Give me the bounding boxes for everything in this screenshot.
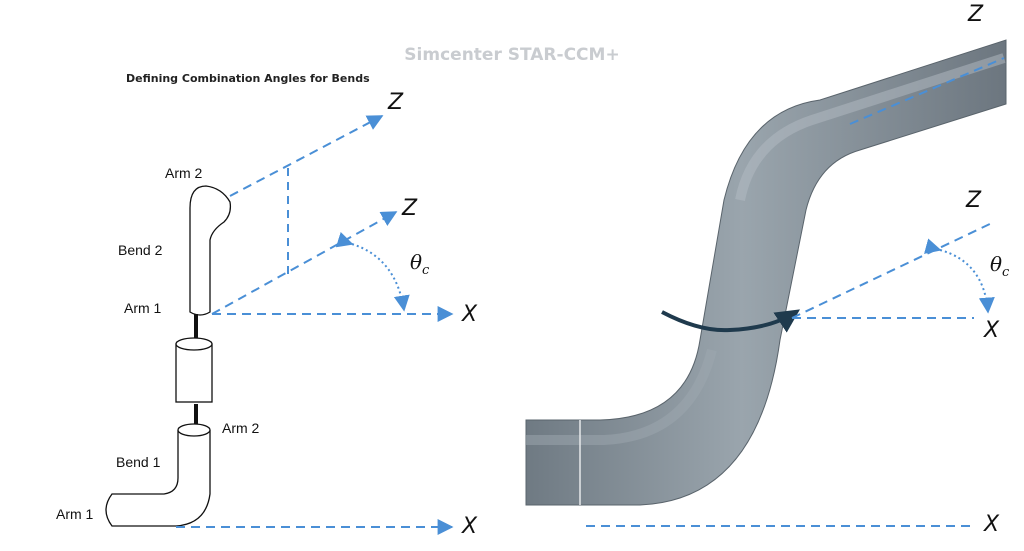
right-z-label-mid: Z [966,188,982,213]
right-x-label-mid: X [984,318,1000,343]
coupler-cylinder [175,343,213,403]
left-x-label-bottom: X [462,514,478,539]
left-z-label-top: Z [388,90,404,115]
right-z-axis-mid [791,221,995,319]
left-diagram-title: Defining Combination Angles for Bends [126,72,370,85]
bend1-top-ellipse [177,423,211,437]
s-pipe-highlight [735,53,1006,202]
left-z-axis-top [229,115,384,197]
right-z-axis-top [849,57,1005,125]
label-arm1-bottom: Arm 1 [56,506,94,522]
bend1-pipe [105,430,211,527]
left-angle-arc [335,232,410,312]
watermark: Simcenter STAR-CCM+ [404,45,620,65]
left-x-label-mid: X [462,302,478,327]
right-theta-label: θc [990,252,1010,280]
coupler-top-ellipse [175,337,213,351]
label-arm2-top: Arm 2 [165,165,203,181]
right-angle-arc [924,238,995,314]
label-bend2: Bend 2 [118,242,163,258]
right-z-label-top: Z [968,2,984,27]
label-bend1: Bend 1 [116,454,161,470]
label-arm1-mid: Arm 1 [124,300,162,316]
left-z-axis-mid [211,211,398,315]
bend2-pipe [189,185,232,316]
s-pipe-body [525,39,1007,506]
right-x-label-bottom: X [984,512,1000,537]
label-arm2-low: Arm 2 [222,420,260,436]
left-z-label-mid: Z [402,196,418,221]
left-diagram [105,115,454,535]
right-diagram [525,39,1007,527]
left-theta-label: θc [410,250,430,278]
rotation-arrow [661,309,800,333]
s-pipe-bottom-highlight [526,348,717,445]
